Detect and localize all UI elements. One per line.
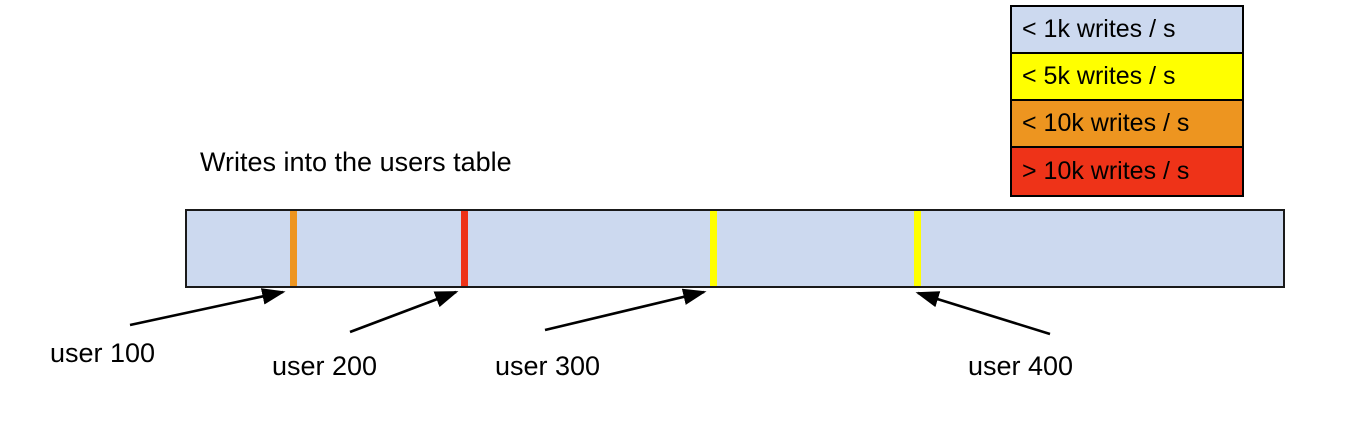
legend-row-lt-5k: < 5k writes / s — [1012, 54, 1242, 101]
marker-user-200 — [461, 211, 468, 286]
chart-title: Writes into the users table — [200, 147, 512, 177]
legend-label-lt-5k: < 5k writes / s — [1022, 62, 1176, 90]
legend-label-lt-1k: < 1k writes / s — [1022, 15, 1176, 43]
annotation-label-user-100: user 100 — [50, 338, 156, 368]
marker-user-100 — [290, 211, 297, 286]
annotation-label-user-200: user 200 — [272, 351, 378, 381]
arrow-user-100 — [129, 288, 286, 327]
legend-label-lt-10k: < 10k writes / s — [1022, 109, 1190, 137]
legend: < 1k writes / s < 5k writes / s < 10k wr… — [1010, 5, 1244, 197]
legend-label-gt-10k: > 10k writes / s — [1022, 157, 1190, 185]
marker-user-300 — [710, 211, 717, 286]
arrow-user-300 — [544, 288, 707, 332]
arrow-user-400 — [915, 291, 1051, 336]
users-table-band — [185, 209, 1285, 288]
legend-row-gt-10k: > 10k writes / s — [1012, 148, 1242, 195]
legend-row-lt-10k: < 10k writes / s — [1012, 101, 1242, 148]
annotation-label-user-400: user 400 — [968, 351, 1074, 381]
annotation-label-user-300: user 300 — [495, 351, 601, 381]
arrow-user-200 — [349, 290, 459, 334]
legend-row-lt-1k: < 1k writes / s — [1012, 7, 1242, 54]
marker-user-400 — [914, 211, 921, 286]
